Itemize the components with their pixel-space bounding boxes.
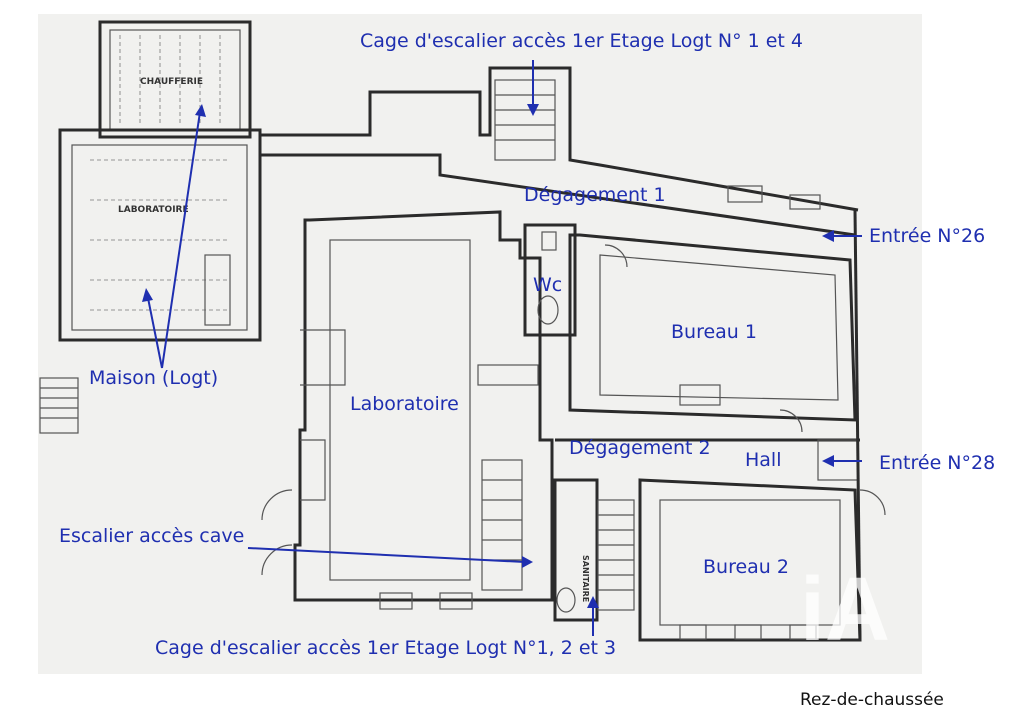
sanitaire-and-stairs [553, 478, 635, 622]
label-degagement-1: Dégagement 1 [524, 184, 666, 206]
arrow-escalier-cave [247, 547, 526, 563]
label-degagement-2: Dégagement 2 [569, 437, 711, 459]
door-arc-left [261, 489, 293, 521]
maison-block [58, 20, 262, 342]
label-entree-28: Entrée N°28 [879, 452, 996, 474]
label-hall: Hall [745, 449, 782, 471]
room-tags: CHAUFFERIE LABORATOIRE SANITAIRE [118, 77, 590, 602]
label-cage-escalier-bas: Cage d'escalier accès 1er Etage Logt N°1… [155, 637, 617, 659]
door-arc-left-2 [261, 544, 293, 576]
label-laboratoire: Laboratoire [350, 393, 459, 415]
arrow-maison-labo [147, 297, 163, 369]
upper-corridor [260, 66, 859, 237]
annotation-arrows [142, 60, 862, 636]
watermark-logo: iA [800, 560, 890, 660]
outside-stairs [39, 377, 79, 434]
label-maison: Maison (Logt) [89, 367, 219, 389]
label-escalier-cave: Escalier accès cave [59, 525, 245, 547]
label-bureau-2: Bureau 2 [703, 556, 789, 578]
outer-wall-right [853, 209, 862, 641]
tag-laboratoire: LABORATOIRE [118, 205, 189, 215]
label-cage-escalier-haut: Cage d'escalier accès 1er Etage Logt N° … [360, 30, 804, 52]
bureau-1-room [568, 233, 857, 422]
caption-rez-de-chaussee: Rez-de-chaussée [800, 690, 944, 710]
tag-chaufferie: CHAUFFERIE [140, 77, 203, 87]
door-arc-right [859, 489, 886, 516]
label-wc: Wc [533, 274, 563, 296]
label-bureau-1: Bureau 1 [671, 321, 757, 343]
laboratoire-room [293, 210, 554, 610]
label-entree-26: Entrée N°26 [869, 225, 986, 247]
arrow-maison-chaufferie [161, 111, 201, 369]
tag-sanitaire: SANITAIRE [581, 555, 590, 602]
wc-room [523, 223, 577, 337]
